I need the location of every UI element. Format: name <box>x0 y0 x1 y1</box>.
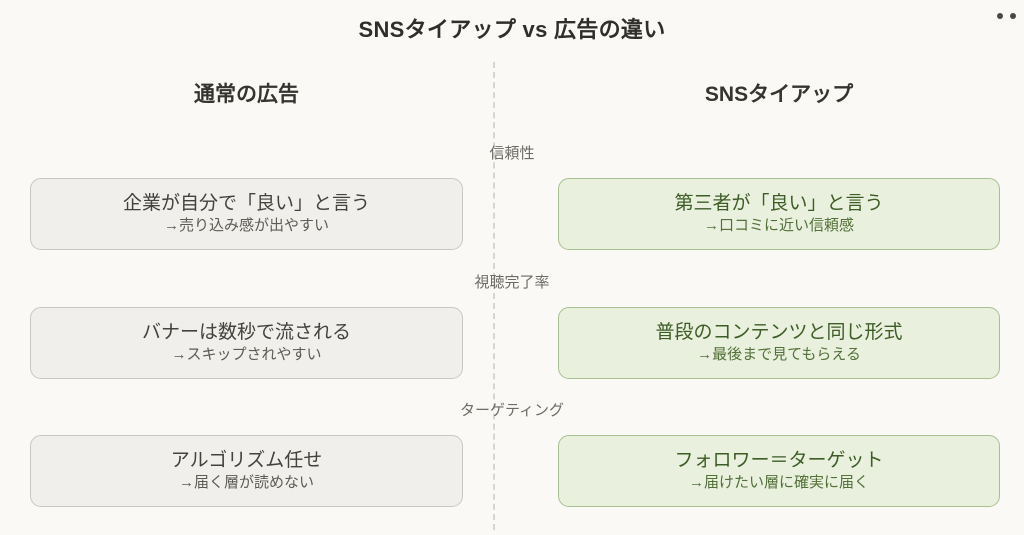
menu-dot-2 <box>1010 13 1016 19</box>
card-sub-text: →届く層が読めない <box>178 474 314 492</box>
column-header-right: SNSタイアップ <box>704 83 854 106</box>
card-right: 第三者が「良い」と言う →口コミに近い信頼感 <box>558 178 1000 250</box>
page-title: SNSタイアップ vs 広告の違い <box>358 17 666 42</box>
card-left: バナーは数秒で流される →スキップされやすい <box>30 307 463 379</box>
card-sub-text: →届けたい層に確実に届く <box>688 474 869 492</box>
card-sub-text: →口コミに近い信頼感 <box>703 217 854 235</box>
card-main-text: バナーは数秒で流される <box>141 322 351 344</box>
card-left: 企業が自分で「良い」と言う →売り込み感が出やすい <box>30 178 463 250</box>
column-header-left: 通常の広告 <box>194 83 299 106</box>
card-main-text: アルゴリズム任せ <box>170 450 323 472</box>
card-main-text: 第三者が「良い」と言う <box>674 193 884 215</box>
card-sub-text: →スキップされやすい <box>171 346 322 364</box>
card-left: アルゴリズム任せ →届く層が読めない <box>30 435 463 507</box>
card-sub-text: →売り込み感が出やすい <box>163 217 329 235</box>
menu-dot-1 <box>997 13 1003 19</box>
card-main-text: 普段のコンテンツと同じ形式 <box>655 322 903 344</box>
column-divider <box>493 62 495 530</box>
menu-dots-icon[interactable] <box>997 13 1016 19</box>
row-label: ターゲティング <box>459 402 565 419</box>
card-right: フォロワー＝ターゲット →届けたい層に確実に届く <box>558 435 1000 507</box>
card-sub-text: →最後まで見てもらえる <box>697 346 861 364</box>
row-label: 視聴完了率 <box>474 274 550 291</box>
card-main-text: 企業が自分で「良い」と言う <box>122 193 370 215</box>
row-label: 信頼性 <box>489 145 535 162</box>
card-right: 普段のコンテンツと同じ形式 →最後まで見てもらえる <box>558 307 1000 379</box>
card-main-text: フォロワー＝ターゲット <box>674 450 884 472</box>
